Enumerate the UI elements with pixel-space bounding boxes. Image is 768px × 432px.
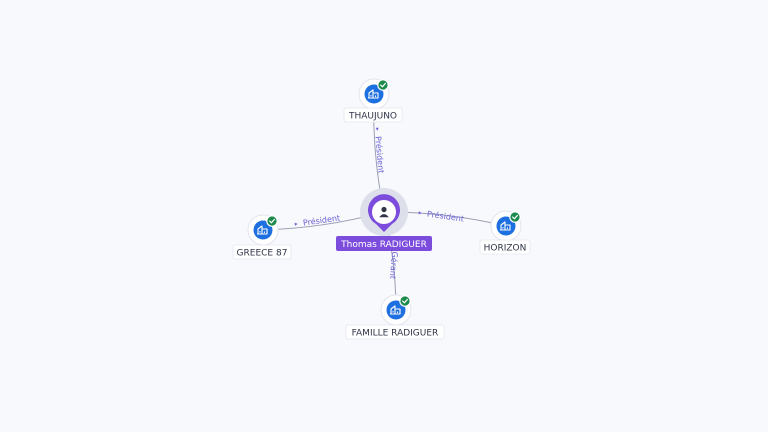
relation-text: Président <box>373 136 386 174</box>
arrow-icon <box>375 127 379 131</box>
node-label-box <box>343 107 403 123</box>
node-label-box <box>479 239 531 255</box>
relation-label-greece-87: Président <box>294 212 341 228</box>
company-node-famille-radiguer[interactable]: FAMILLE RADIGUER <box>345 294 445 340</box>
relation-label-horizon: Président <box>418 208 465 224</box>
node-icon-bg <box>364 84 384 104</box>
building-icon <box>257 225 268 235</box>
node-icon-bg <box>386 300 406 320</box>
person-name: Thomas RADIGUER <box>340 240 427 250</box>
relation-text: Président <box>426 208 464 223</box>
company-name: GREECE 87 <box>237 248 288 258</box>
verified-badge-icon <box>509 211 521 223</box>
company-name: FAMILLE RADIGUER <box>352 328 439 338</box>
verified-badge-icon <box>377 79 389 91</box>
company-name: HORIZON <box>484 243 527 253</box>
company-node-horizon[interactable]: HORIZON <box>479 210 531 255</box>
arrow-icon <box>294 222 298 226</box>
relation-text: Gérant <box>388 251 400 279</box>
arrow-icon <box>418 211 422 215</box>
person-icon <box>379 206 389 218</box>
company-name: THAUJUNO <box>348 111 397 121</box>
company-node-thaujuno[interactable]: THAUJUNO <box>343 78 403 123</box>
person-node[interactable]: Thomas RADIGUER <box>336 188 432 251</box>
node-label-box <box>232 244 292 260</box>
person-label-box <box>336 236 432 251</box>
building-icon <box>390 305 401 315</box>
building-icon <box>500 221 511 231</box>
relation-label-thaujuno: Président <box>373 127 387 174</box>
building-icon <box>368 89 379 99</box>
company-node-greece-87[interactable]: GREECE 87 <box>232 214 292 260</box>
verified-badge-icon <box>399 295 411 307</box>
verified-badge-icon <box>266 215 278 227</box>
node-icon-bg <box>496 216 516 236</box>
company-nodes: THAUJUNO HORIZON FAMILLE RADIGUER GREECE 87 <box>232 78 531 340</box>
node-label-box <box>345 324 445 340</box>
node-icon-bg <box>253 220 273 240</box>
